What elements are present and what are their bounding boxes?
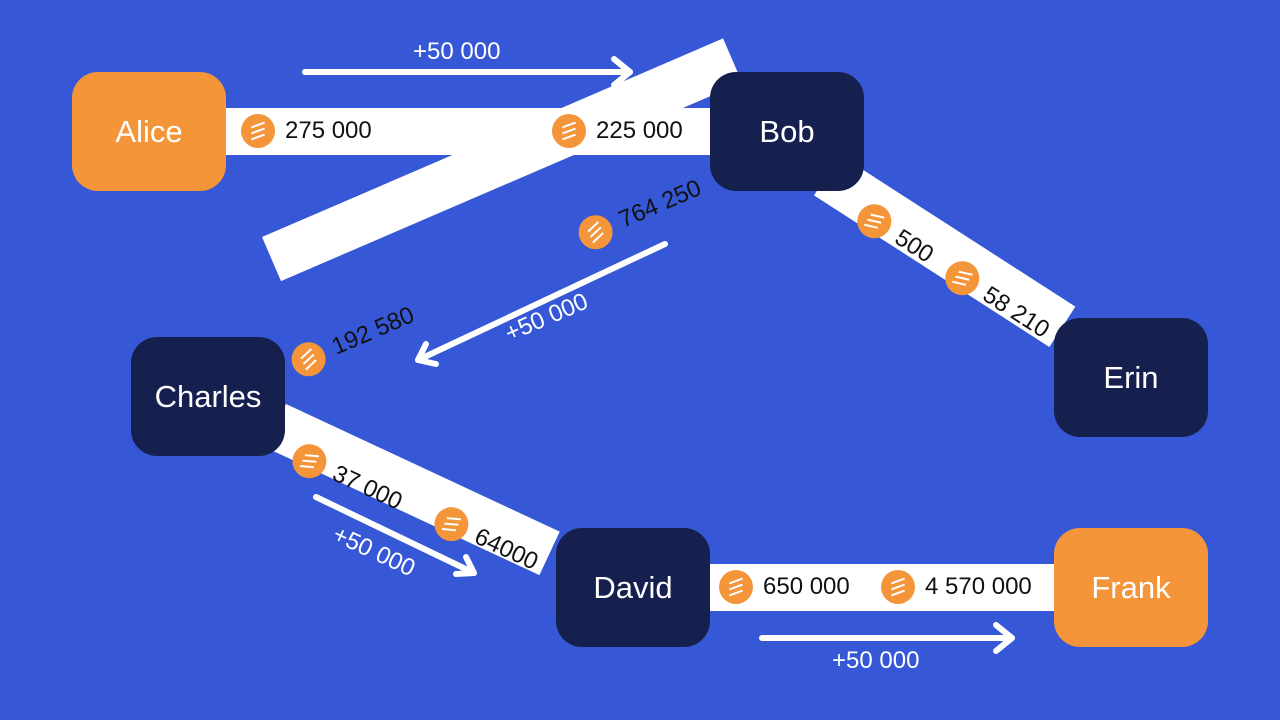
balance-amount: 275 000 bbox=[285, 117, 372, 144]
arrow-icon bbox=[313, 494, 477, 577]
node-bob: Bob bbox=[710, 72, 864, 191]
node-charles: Charles bbox=[131, 337, 285, 456]
channel-david-frank bbox=[700, 564, 1060, 611]
node-erin: Erin bbox=[1054, 318, 1208, 437]
balance-amount: 225 000 bbox=[596, 117, 683, 144]
balance-bob-alice-side: 225 000 bbox=[552, 114, 683, 148]
node-label: Frank bbox=[1091, 569, 1171, 605]
arrow-icon bbox=[415, 241, 668, 367]
balance-amount: 650 000 bbox=[763, 573, 850, 600]
balance-david-frank-side: 650 000 bbox=[719, 570, 850, 604]
node-label: Charles bbox=[154, 378, 262, 414]
coin-icon bbox=[241, 114, 275, 148]
balance-frank: 4 570 000 bbox=[881, 570, 1032, 604]
coin-icon bbox=[552, 114, 586, 148]
node-label: Erin bbox=[1103, 359, 1159, 395]
arrow-icon bbox=[302, 56, 633, 88]
node-label: Bob bbox=[759, 113, 815, 149]
arrow-icon bbox=[759, 622, 1015, 654]
payment-label-david-frank: +50 000 bbox=[832, 647, 920, 674]
balance-alice: 275 000 bbox=[241, 114, 372, 148]
node-label: David bbox=[593, 569, 673, 605]
node-label: Alice bbox=[115, 113, 183, 149]
payment-label-alice-bob: +50 000 bbox=[413, 38, 501, 65]
coin-icon bbox=[881, 570, 915, 604]
balance-amount: 4 570 000 bbox=[925, 573, 1032, 600]
node-alice: Alice bbox=[72, 72, 226, 191]
node-frank: Frank bbox=[1054, 528, 1208, 647]
node-david: David bbox=[556, 528, 710, 647]
coin-icon bbox=[719, 570, 753, 604]
